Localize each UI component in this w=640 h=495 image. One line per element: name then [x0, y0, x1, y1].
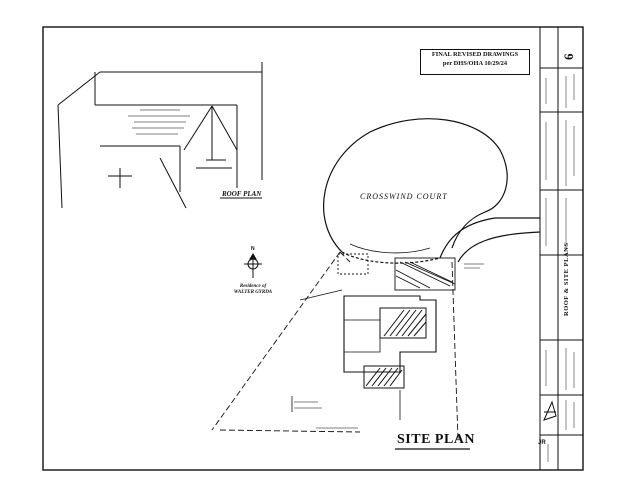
architect-logo: [543, 400, 557, 421]
hatched-deck: [363, 307, 427, 389]
street-label: CROSSWIND COURT: [360, 192, 448, 201]
title-block: [539, 27, 583, 470]
crosswind-court-road: [323, 118, 541, 264]
site-plan-title: SITE PLAN: [397, 432, 476, 447]
driveway: [337, 253, 456, 291]
revision-stamp-line1: FINAL REVISED DRAWINGS: [431, 51, 519, 58]
north-label: N: [251, 246, 255, 252]
revision-stamp-line2: per DHS/OHA 10/29/24: [442, 60, 508, 67]
roof-plan-notes: [128, 109, 190, 135]
property-lines: [211, 251, 459, 441]
sheet-number: 6: [561, 53, 576, 61]
owner-line1: Residence of: [239, 284, 267, 289]
roof-plan-title: ROOF PLAN: [222, 190, 262, 198]
house-footprint: [343, 295, 437, 373]
revision-stamp: FINAL REVISED DRAWINGS per DHS/OHA 10/29…: [420, 49, 530, 75]
owner-block: Residence of WALTER GYRDA: [208, 284, 298, 296]
sheet-border: [42, 26, 584, 471]
callout-notes: [294, 263, 484, 429]
owner-line2: WALTER GYRDA: [233, 290, 273, 295]
roof-plan-drawing: [57, 62, 263, 209]
north-arrow: [244, 253, 262, 278]
leader-line: [299, 289, 343, 301]
title-block-initials: JR: [538, 440, 546, 446]
title-block-fine-text: [545, 74, 575, 462]
drawing-title: ROOF & SITE PLANS: [563, 242, 570, 316]
